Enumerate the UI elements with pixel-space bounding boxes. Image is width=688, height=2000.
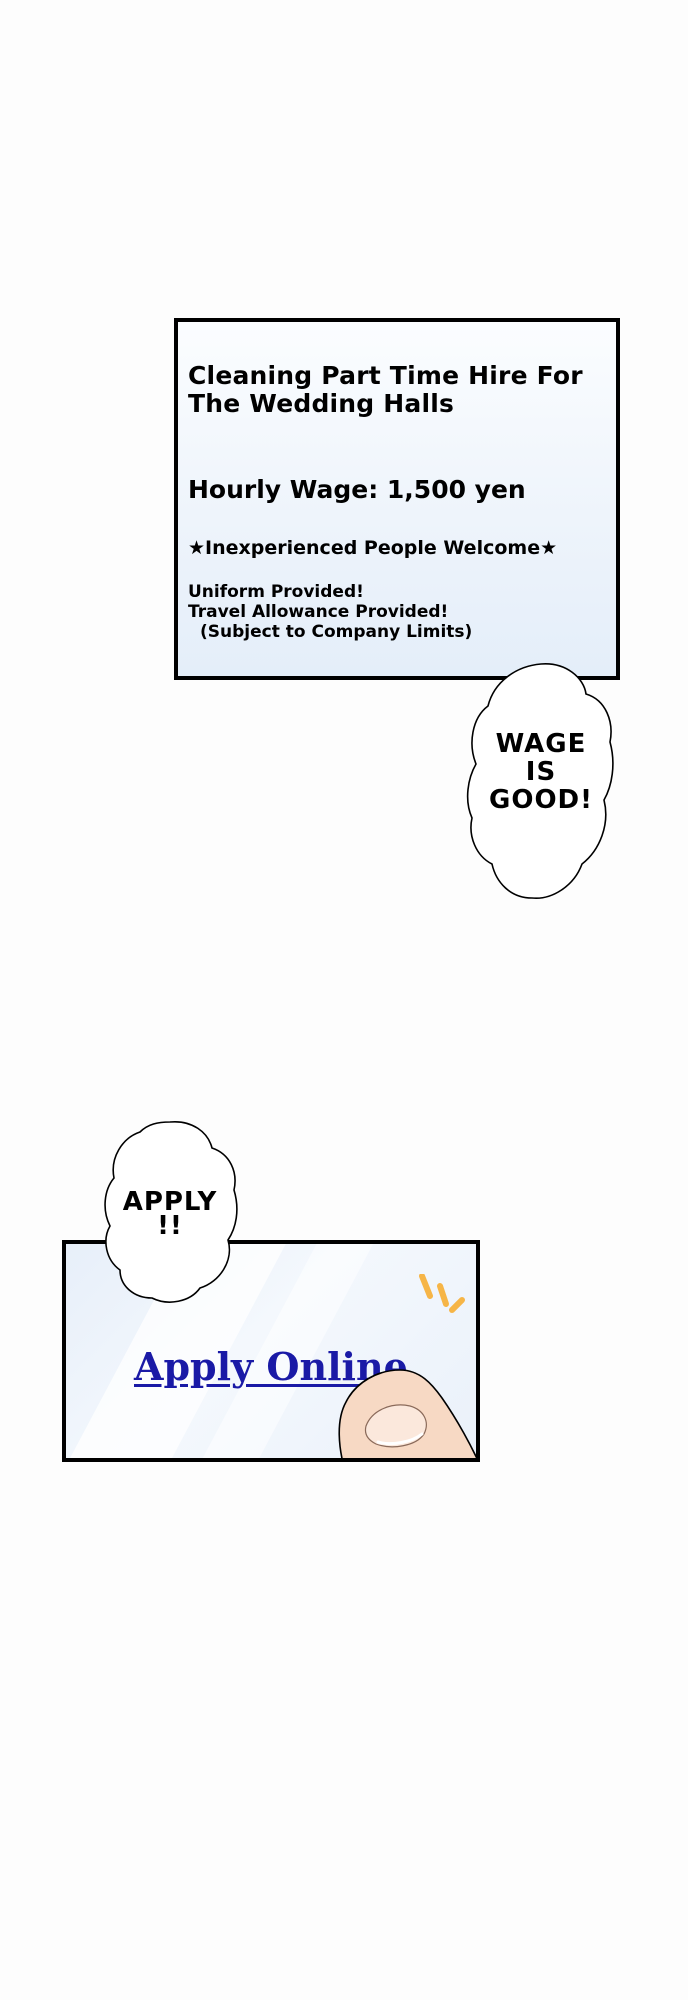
speech-bubble-wage-shape [466, 663, 614, 899]
speech-bubble-apply-shape [104, 1121, 238, 1303]
job-perks: Uniform Provided! Travel Allowance Provi… [188, 582, 606, 642]
perk-travel-allowance: Travel Allowance Provided! [188, 602, 449, 622]
bubble-line: IS [525, 757, 557, 787]
job-welcome: ★Inexperienced People Welcome★ [188, 537, 558, 559]
speech-bubble-wage: WAGE IS GOOD! [466, 660, 616, 904]
apply-panel: Apply Online [62, 1240, 480, 1462]
apply-online-link[interactable]: Apply Online [134, 1344, 408, 1389]
sparkle-icon [419, 1274, 465, 1313]
bubble-line: !! [157, 1211, 183, 1241]
finger-icon [338, 1369, 476, 1458]
speech-bubble-wage-text: WAGE IS GOOD! [466, 730, 616, 814]
perk-uniform: Uniform Provided! [188, 582, 364, 602]
job-wage: Hourly Wage: 1,500 yen [188, 475, 526, 504]
bubble-line: APPLY [122, 1187, 218, 1217]
speech-bubble-apply-text: APPLY !! [100, 1187, 240, 1241]
perk-limits: (Subject to Company Limits) [200, 622, 473, 642]
speech-bubble-apply: APPLY !! [100, 1118, 240, 1306]
job-title: Cleaning Part Time Hire For The Wedding … [188, 361, 583, 418]
bubble-line: WAGE [495, 729, 587, 759]
bubble-line: GOOD! [489, 785, 593, 815]
job-posting-panel: Cleaning Part Time Hire For The Wedding … [174, 318, 620, 680]
